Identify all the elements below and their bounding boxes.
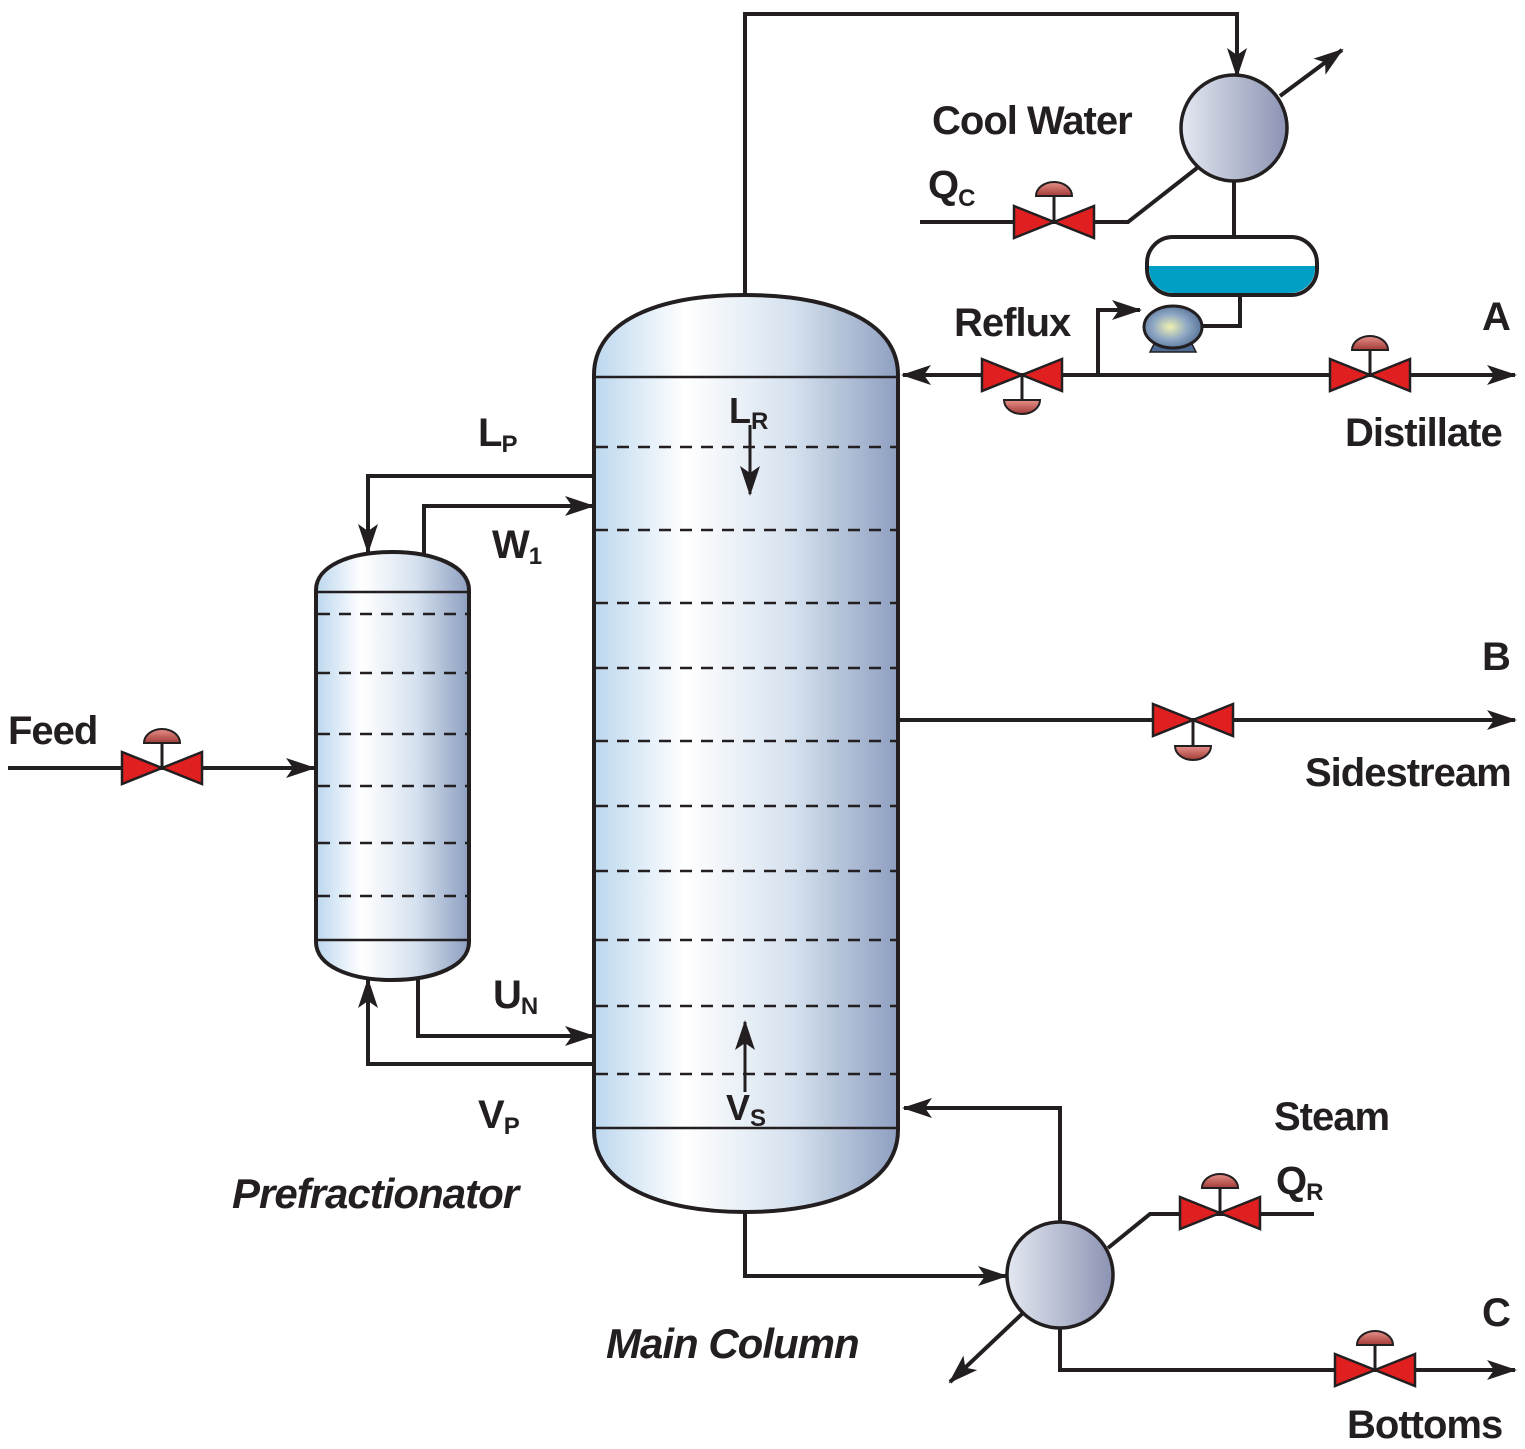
lp-line [358, 474, 596, 554]
stream-a-label: A [1482, 295, 1510, 339]
stream-c-label: C [1482, 1291, 1510, 1335]
condenser [1179, 73, 1289, 183]
reboiler-vapor-return-line [902, 1098, 1062, 1224]
prefractionator-trays [318, 612, 467, 898]
reflux-valve[interactable] [980, 357, 1064, 415]
steam-valve[interactable] [1178, 1173, 1262, 1231]
reflux-pump [1142, 304, 1204, 353]
condensate-out-line [948, 1310, 1026, 1384]
bottoms-label: Bottoms [1347, 1403, 1502, 1447]
w1-line [422, 496, 595, 554]
vp-label: VP [478, 1093, 520, 1140]
vs-label: VS [726, 1087, 766, 1132]
qr-label: QR [1276, 1159, 1323, 1206]
cooling-water-valve[interactable] [1012, 181, 1096, 240]
distillate-valve[interactable] [1328, 335, 1412, 393]
distillate-label: Distillate [1345, 411, 1502, 455]
vp-line [358, 978, 596, 1066]
reflux-label: Reflux [954, 301, 1071, 345]
bottoms-valve[interactable] [1333, 1330, 1417, 1388]
overhead-vapor-line [743, 12, 1247, 295]
steam-in-line [1106, 1212, 1314, 1250]
un-line [416, 980, 595, 1046]
main-column-label: Main Column [606, 1320, 859, 1367]
lp-label: LP [478, 411, 517, 458]
lr-label: LR [729, 390, 768, 435]
pump-discharge-line [1096, 300, 1142, 374]
feed-valve[interactable] [120, 728, 204, 786]
cooling-water-in-line [920, 166, 1199, 224]
bottoms-line [1058, 1324, 1517, 1380]
cool-water-label: Cool Water [932, 99, 1132, 143]
cooling-water-out-line [1278, 48, 1344, 98]
prefractionator-vessel [314, 549, 471, 983]
reboiler [1005, 1220, 1115, 1330]
w1-label: W1 [492, 523, 542, 570]
feed-label: Feed [8, 709, 97, 753]
reflux-drum [1145, 235, 1319, 297]
bottoms-to-reboiler-line [743, 1210, 1008, 1286]
sidestream-label: Sidestream [1305, 751, 1511, 795]
stream-b-label: B [1482, 635, 1510, 679]
sidestream-valve[interactable] [1151, 702, 1235, 761]
prefractionator-label: Prefractionator [232, 1170, 522, 1217]
main-column [592, 292, 900, 1215]
steam-label: Steam [1274, 1095, 1389, 1139]
un-label: UN [493, 973, 537, 1020]
drum-pump-line [1202, 296, 1242, 328]
qc-label: QC [928, 163, 975, 212]
